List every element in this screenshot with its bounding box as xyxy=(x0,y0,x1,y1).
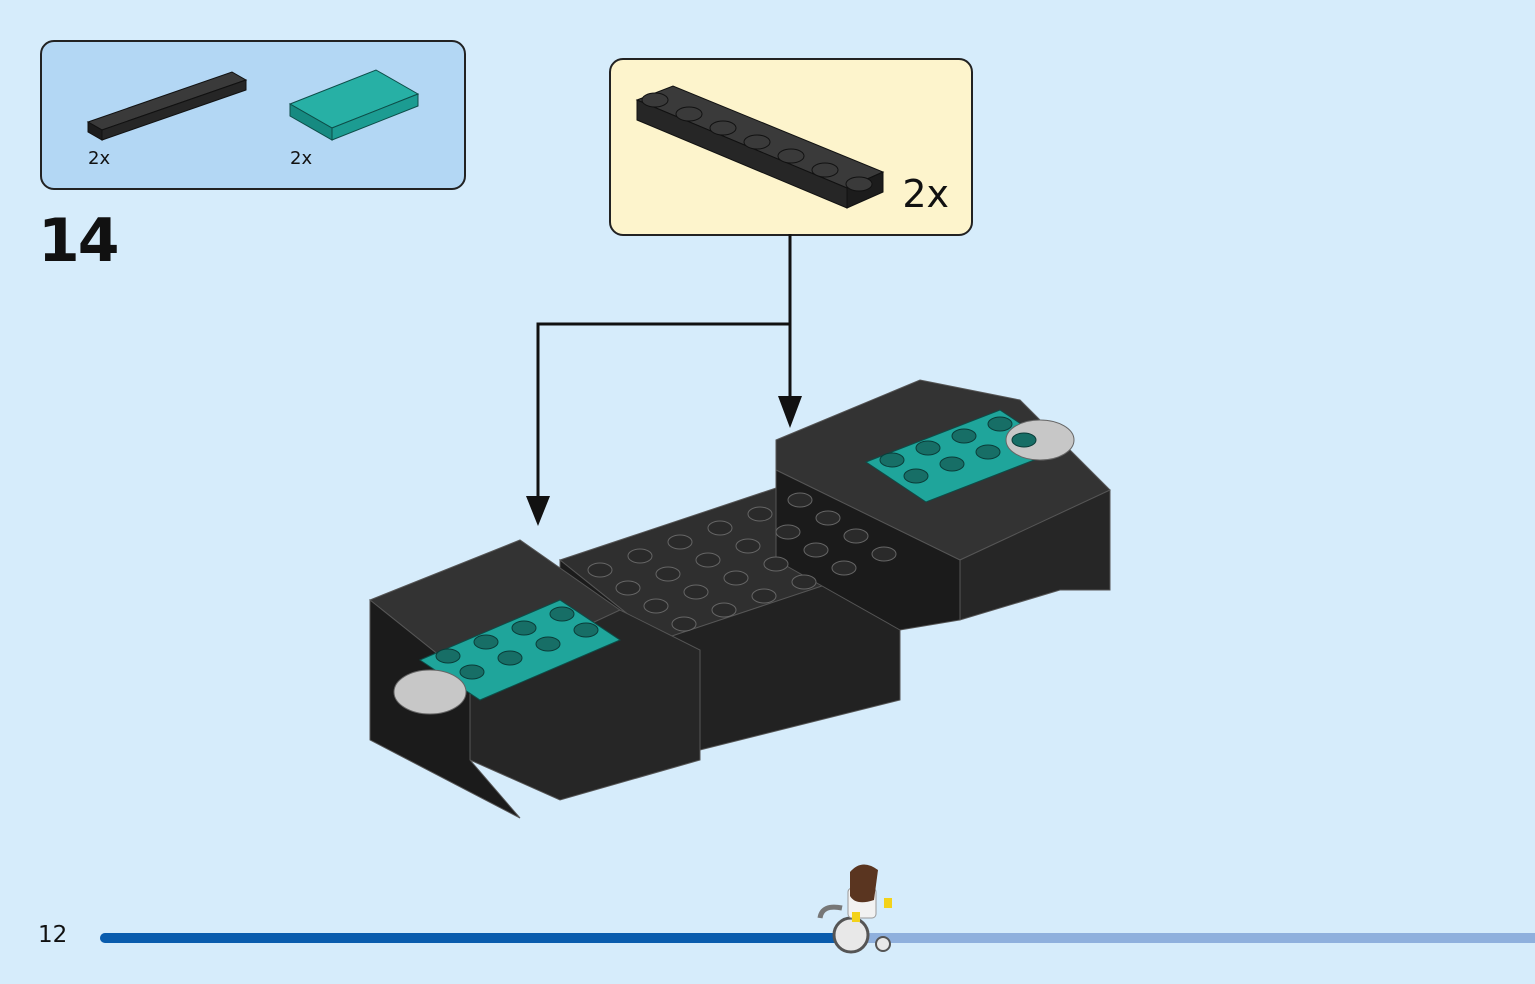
brick-stud xyxy=(641,92,669,108)
parts-list-panel: 2x 2x xyxy=(40,40,466,190)
brick-stud xyxy=(915,440,941,456)
brick-stud xyxy=(655,566,681,582)
brick-stud xyxy=(803,542,829,558)
brick-stud xyxy=(775,524,801,540)
brick-stud xyxy=(831,560,857,576)
brick-stud xyxy=(643,598,669,614)
brick-stud xyxy=(747,506,773,522)
brick-stud xyxy=(723,570,749,586)
brick-stud xyxy=(675,106,703,122)
part-qty-black-plate: 2x xyxy=(88,148,111,169)
brick-stud xyxy=(811,162,839,178)
brick-stud xyxy=(683,584,709,600)
brick-stud xyxy=(903,468,929,484)
arrow-left-icon xyxy=(526,496,550,526)
brick-stud xyxy=(497,650,523,666)
brick-stud xyxy=(627,548,653,564)
brick-stud xyxy=(587,562,613,578)
brick-stud xyxy=(573,622,599,638)
progress-bar-fill xyxy=(100,933,847,943)
brick-stud xyxy=(871,546,897,562)
step-number: 14 xyxy=(38,206,119,276)
brick-stud xyxy=(845,176,873,192)
callout-connector xyxy=(536,234,792,498)
car-chassis-model xyxy=(369,379,1111,819)
subassembly-callout: 2x xyxy=(609,58,973,236)
brick-stud xyxy=(791,574,817,590)
brick-stud xyxy=(815,510,841,526)
brick-stud xyxy=(787,492,813,508)
brick-stud xyxy=(435,648,461,664)
black-plate-part-icon xyxy=(86,71,248,141)
teal-plate-part-icon xyxy=(288,69,420,141)
progress-bar xyxy=(100,933,1535,943)
brick-stud xyxy=(511,620,537,636)
page-number: 12 xyxy=(38,922,68,948)
brick-stud xyxy=(709,120,737,136)
brick-stud xyxy=(707,520,733,536)
brick-stud xyxy=(951,428,977,444)
brick-stud xyxy=(939,456,965,472)
brick-stud xyxy=(671,616,697,632)
brick-stud xyxy=(843,528,869,544)
part-qty-teal-plate: 2x xyxy=(290,148,313,169)
brick-stud xyxy=(751,588,777,604)
brick-stud xyxy=(535,636,561,652)
brick-stud xyxy=(879,452,905,468)
brick-stud xyxy=(711,602,737,618)
brick-stud xyxy=(777,148,805,164)
subassembly-qty: 2x xyxy=(902,172,949,216)
brick-stud xyxy=(459,664,485,680)
brick-stud xyxy=(549,606,575,622)
brick-stud xyxy=(735,538,761,554)
brick-stud xyxy=(695,552,721,568)
arrow-right-icon xyxy=(778,396,802,428)
parts-list-illustration xyxy=(86,69,420,141)
brick-stud xyxy=(975,444,1001,460)
brick-stud xyxy=(1011,432,1037,448)
brick-stud xyxy=(615,580,641,596)
brick-stud xyxy=(743,134,771,150)
brick-stud xyxy=(667,534,693,550)
subassembly-plate-illustration xyxy=(635,85,885,209)
brick-stud xyxy=(473,634,499,650)
brick-stud xyxy=(987,416,1013,432)
brick-stud xyxy=(763,556,789,572)
